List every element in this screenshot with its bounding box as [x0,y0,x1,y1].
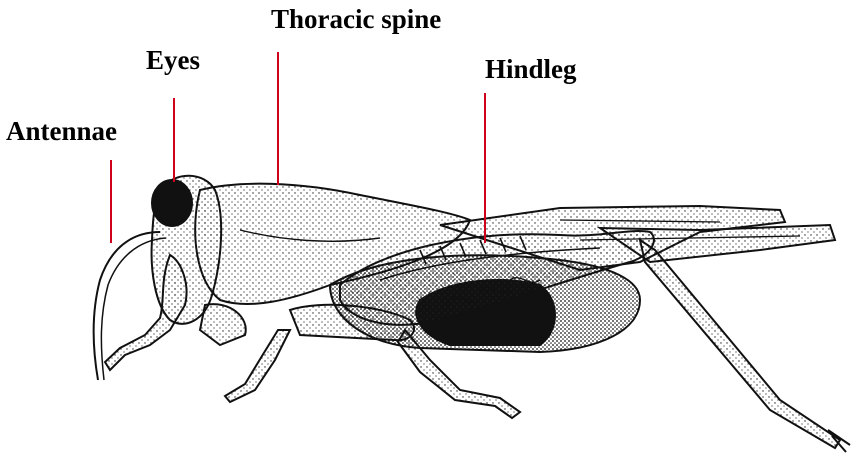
label-eyes: Eyes [146,47,200,74]
label-hindleg: Hindleg [485,56,577,83]
compound-eye [152,180,192,226]
label-thoracic-spine: Thoracic spine [271,6,441,33]
hindleg-lower [640,240,850,452]
label-antennae: Antennae [6,118,117,145]
